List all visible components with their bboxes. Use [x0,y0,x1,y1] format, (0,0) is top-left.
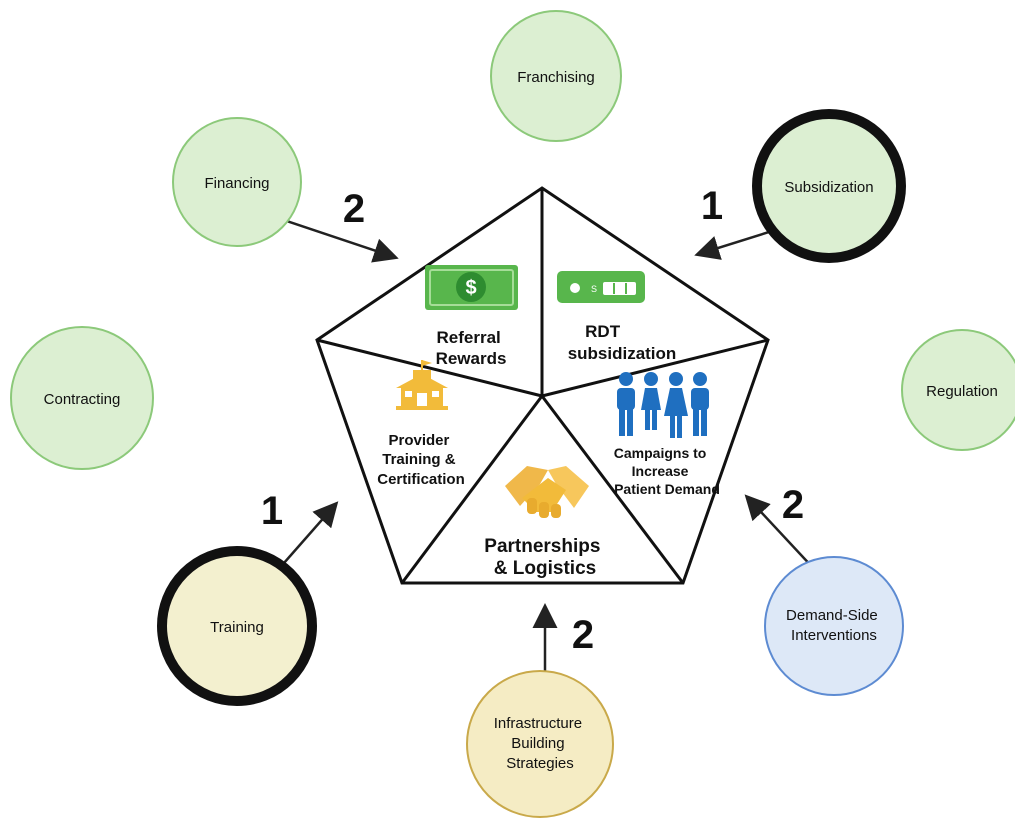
number-infrastructure: 2 [572,613,594,657]
circle-franchising-label: Franchising [517,69,595,86]
number-financing: 2 [343,187,365,231]
circle-financing: Financing [172,117,302,247]
segment-rdt-subsidization: S RDT subsidization [557,271,676,363]
campaigns-line-2: Increase [632,463,689,479]
segment-campaigns: Campaigns to Increase Patient Demand [614,372,720,497]
provider-line-2: Training & [382,451,456,468]
provider-line-1: Provider [388,432,449,449]
demand-side-line-2: Interventions [791,627,877,644]
divider-bottom-left [400,395,544,584]
segment-campaigns-label: Campaigns to Increase Patient Demand [614,445,720,497]
circle-regulation: Regulation [901,329,1015,451]
referral-line-2: Rewards [436,349,507,368]
circle-demand-side: Demand-Side Interventions [764,556,904,696]
rdt-test-icon: S [557,271,645,303]
segment-partnerships: Partnerships & Logistics [484,466,605,579]
svg-text:S: S [591,284,597,294]
segment-referral-rewards: $ Referral Rewards [425,265,518,368]
campaigns-line-1: Campaigns to [614,445,707,461]
demand-side-line-1: Demand-Side [786,607,878,624]
svg-text:$: $ [465,277,476,299]
partnerships-line-2: & Logistics [494,558,596,579]
referral-line-1: Referral [437,328,501,347]
circle-demand-side-label: Demand-Side Interventions [786,607,882,644]
circle-infrastructure: Infrastructure Building Strategies [466,670,614,818]
circle-franchising: Franchising [490,10,622,142]
circle-contracting-label: Contracting [44,391,121,408]
circle-training-label: Training [210,619,264,636]
handshake-icon [505,466,589,518]
segment-partnerships-label: Partnerships & Logistics [484,536,605,579]
provider-line-3: Certification [377,471,465,488]
money-icon: $ [425,265,518,310]
rdt-line-2: subsidization [568,344,677,363]
number-demand-side: 2 [782,483,804,527]
infrastructure-line-3: Strategies [506,755,574,772]
infrastructure-line-2: Building [511,735,564,752]
divider-left [316,338,543,398]
circle-financing-label: Financing [204,175,269,192]
people-icon [617,372,709,438]
circle-regulation-label: Regulation [926,383,998,400]
divider-bottom-right [540,395,685,584]
campaigns-line-3: Patient Demand [614,481,720,497]
number-subsidization: 1 [701,184,723,228]
rdt-line-1: RDT [585,322,621,341]
segment-rdt-label: RDT subsidization [568,322,677,363]
circle-infrastructure-label: Infrastructure Building Strategies [494,715,587,772]
school-building-icon [396,360,448,410]
segment-provider-training: Provider Training & Certification [377,360,465,488]
circle-subsidization-label: Subsidization [784,179,873,196]
infrastructure-line-1: Infrastructure [494,715,582,732]
segment-provider-training-label: Provider Training & Certification [377,432,465,488]
circle-contracting: Contracting [10,326,154,470]
segment-referral-rewards-label: Referral Rewards [436,328,507,368]
divider-right [541,338,769,398]
circle-training: Training [157,546,317,706]
partnerships-line-1: Partnerships [484,536,600,557]
number-training: 1 [261,489,283,533]
circle-subsidization: Subsidization [752,109,906,263]
